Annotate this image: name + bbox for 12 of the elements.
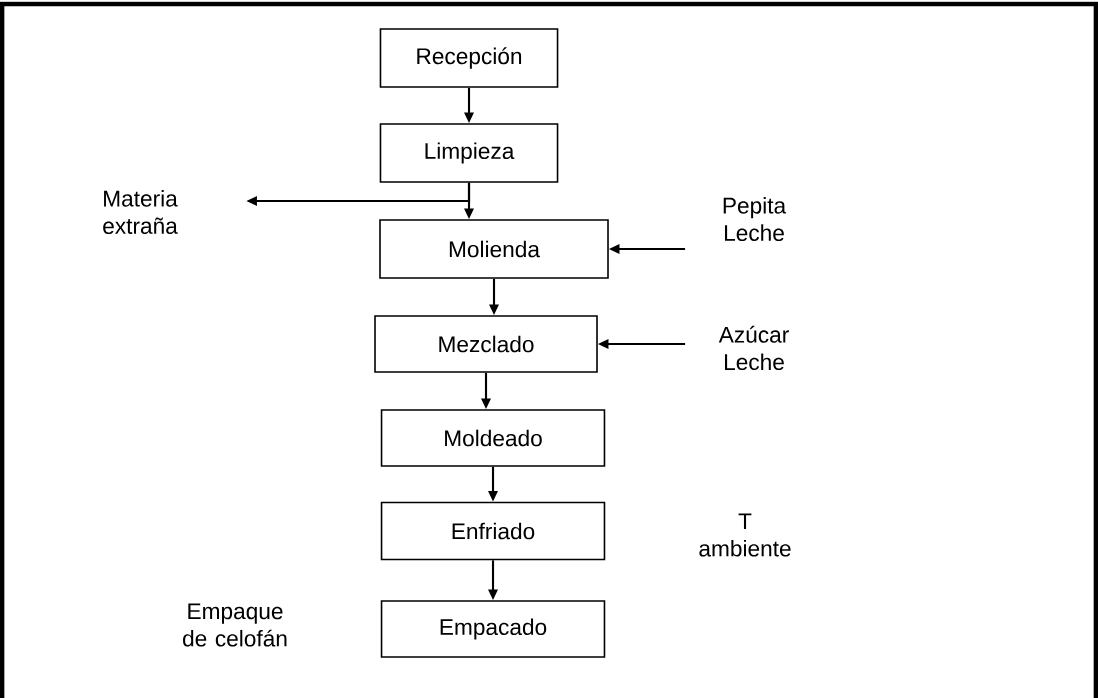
- process-box: Enfriado: [380, 501, 606, 561]
- process-box: Moldeado: [380, 409, 606, 467]
- process-box: Molienda: [379, 219, 609, 279]
- note-text: T ambiente: [699, 513, 791, 557]
- input-text: Materia extraña: [103, 190, 178, 234]
- process-box: Mezclado: [374, 315, 598, 373]
- process-box: Empacado: [380, 600, 606, 658]
- process-box: Limpieza: [379, 123, 559, 183]
- process-box: Recepción: [379, 28, 559, 88]
- input-text: Azúcar Leche: [718, 325, 789, 371]
- input-text: Pepita Leche: [723, 197, 787, 241]
- note-text: Empaque de celofán: [183, 603, 287, 647]
